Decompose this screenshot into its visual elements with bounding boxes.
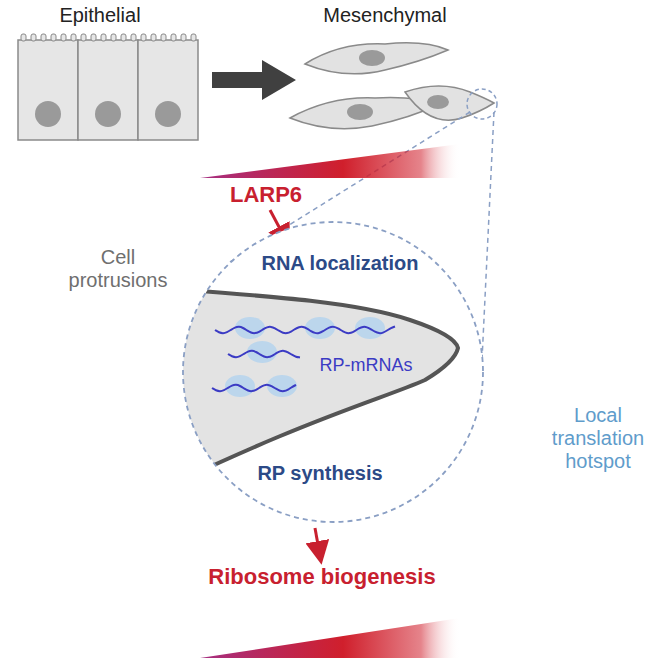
nucleus <box>95 101 121 127</box>
mesenchymal-cell <box>405 86 494 120</box>
hotspot-label: Local translation hotspot <box>538 404 658 473</box>
microvillus <box>91 34 96 41</box>
nucleus <box>155 101 181 127</box>
mrna-strand <box>228 351 300 358</box>
mrna-strand <box>215 327 395 334</box>
nucleus <box>359 50 385 66</box>
microvillus <box>71 34 76 41</box>
zoom-circle <box>183 222 483 522</box>
stage-label: Mesenchymal <box>275 4 495 27</box>
ribosome <box>247 341 277 363</box>
nucleus <box>427 95 449 109</box>
mrna-strand <box>212 385 296 391</box>
ribosome <box>235 317 265 339</box>
structure-label: Cell protrusions <box>56 246 180 292</box>
microvillus <box>171 34 176 41</box>
microvillus <box>141 34 146 41</box>
nucleus <box>35 101 61 127</box>
epithelial-cell <box>138 40 198 140</box>
process-label: RP synthesis <box>257 462 382 485</box>
mesenchymal-cell <box>305 43 448 74</box>
microvillus <box>191 34 196 41</box>
zoom-region: RNA localizationRP-mRNAs RP synthesis <box>183 222 483 522</box>
gradient-wedge <box>200 618 460 658</box>
epithelial-cells <box>18 34 198 140</box>
microvillus <box>121 34 126 41</box>
microvillus <box>131 34 136 41</box>
microvillus <box>151 34 156 41</box>
microvillus <box>81 34 86 41</box>
stage-label: Epithelial <box>0 4 200 27</box>
microvillus <box>51 34 56 41</box>
microvillus <box>101 34 106 41</box>
cell-protrusion <box>120 285 458 510</box>
factor-label: LARP6 <box>206 182 326 207</box>
epithelial-cell <box>18 40 78 140</box>
zoom-circle <box>467 89 497 119</box>
microvillus <box>181 34 186 41</box>
microvillus <box>41 34 46 41</box>
zoom-line <box>482 112 494 360</box>
microvillus <box>61 34 66 41</box>
microvillus <box>21 34 26 41</box>
microvillus <box>31 34 36 41</box>
epithelial-cell <box>78 40 138 140</box>
molecule-label: RP-mRNAs <box>320 355 413 376</box>
process-label: RNA localization <box>261 252 418 275</box>
microvillus <box>161 34 166 41</box>
nucleus <box>347 104 373 120</box>
red-arrow <box>315 528 320 556</box>
microvillus <box>111 34 116 41</box>
transition-arrow <box>212 60 296 100</box>
gradient-wedge <box>200 144 460 178</box>
process-label: Ribosome biogenesis <box>172 564 472 589</box>
